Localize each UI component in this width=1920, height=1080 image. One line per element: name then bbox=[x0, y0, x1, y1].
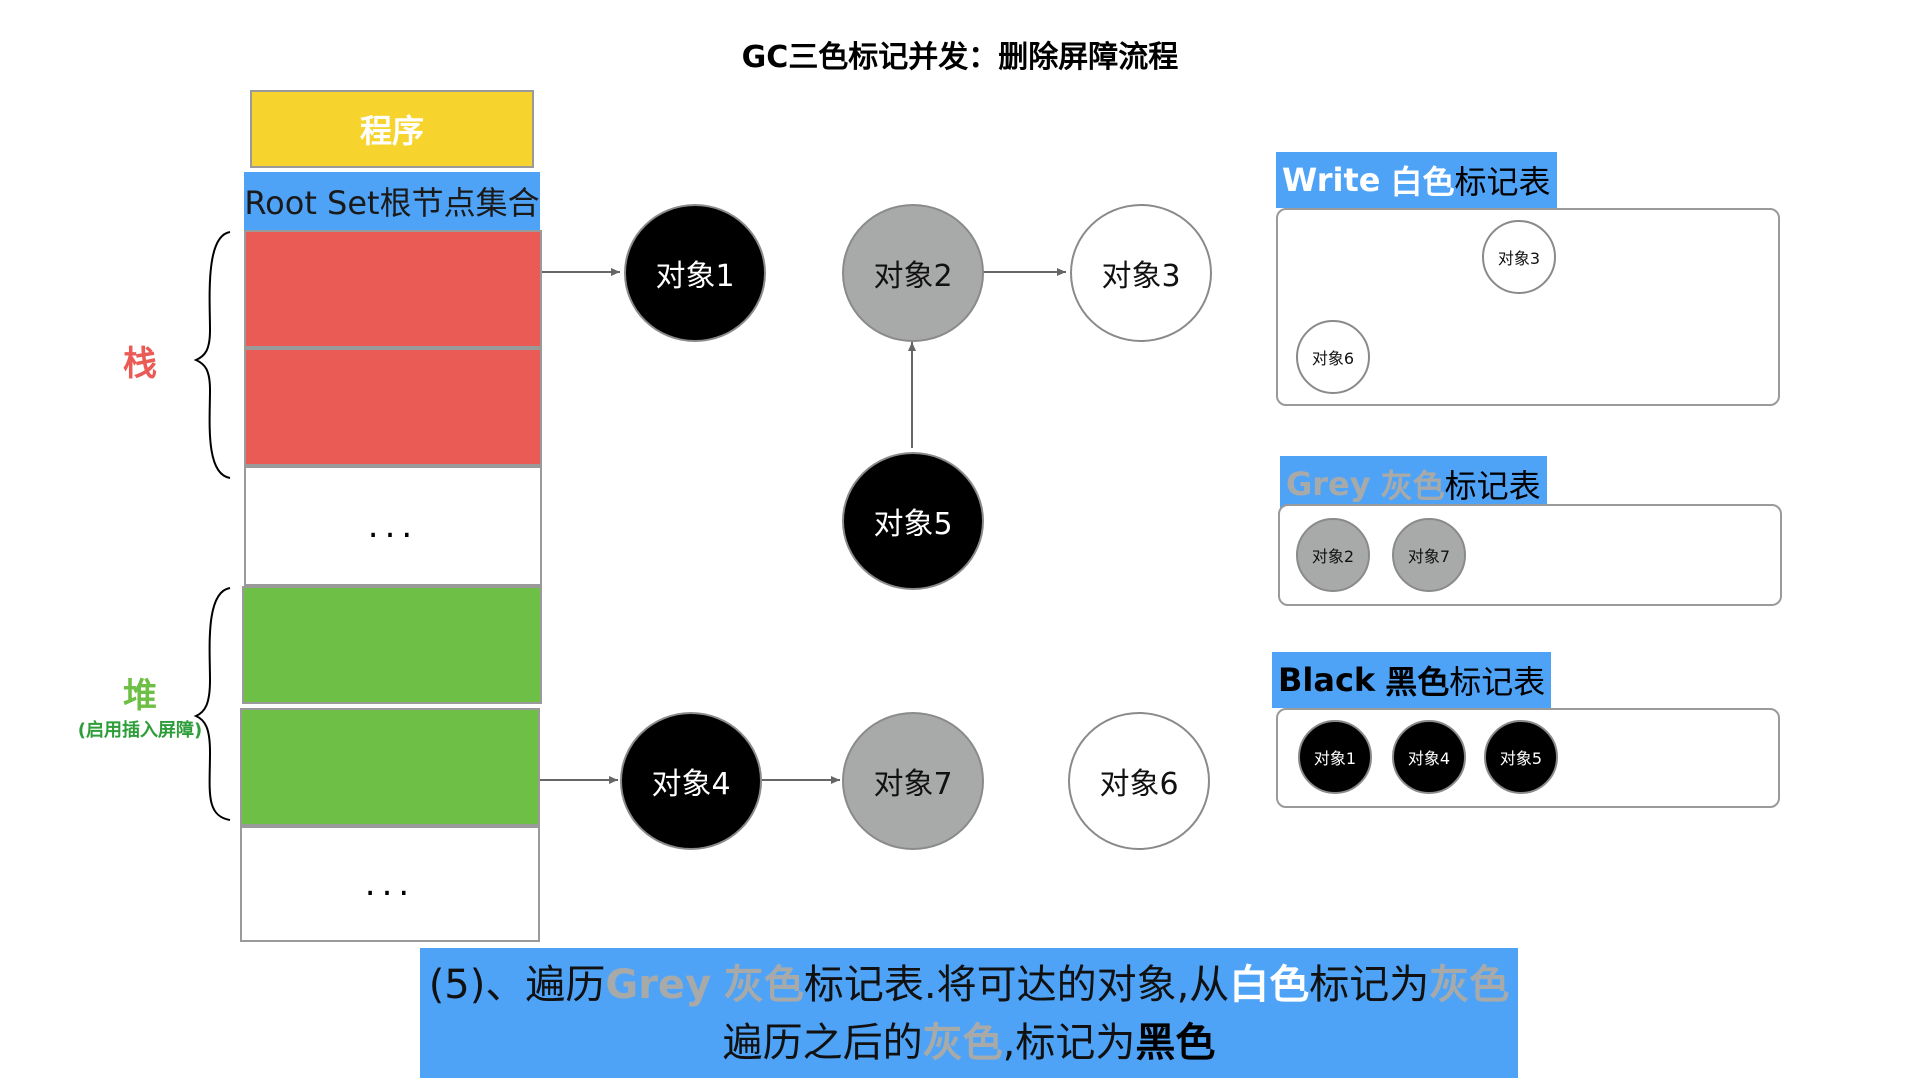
white-table-item-obj6: 对象6 bbox=[1296, 320, 1370, 394]
heap-cell-1 bbox=[242, 586, 542, 704]
white-table-title-suffix: 标记表 bbox=[1454, 163, 1551, 201]
program-box: 程序 bbox=[250, 90, 534, 168]
grey-table-title-suffix: 标记表 bbox=[1444, 467, 1541, 505]
black-table-item-obj1: 对象1 bbox=[1298, 720, 1372, 794]
caption-l2-grey: 灰色 bbox=[922, 1020, 1003, 1066]
white-table-item-obj3: 对象3 bbox=[1482, 220, 1556, 294]
stack-cell-2 bbox=[244, 348, 542, 466]
stack-brace bbox=[193, 231, 231, 479]
caption-l2-black: 黑色 bbox=[1135, 1020, 1216, 1066]
caption-l2-p2: ,标记为 bbox=[1002, 1020, 1136, 1066]
stack-ellipsis: ... bbox=[367, 506, 419, 546]
caption-line-1: (5)、遍历Grey 灰色标记表.将可达的对象,从白色标记为灰色 bbox=[420, 956, 1518, 1014]
node-obj6: 对象6 bbox=[1068, 712, 1210, 850]
grey-table-title-color: 灰色 bbox=[1380, 467, 1445, 505]
black-table-title-color: 黑色 bbox=[1385, 663, 1450, 701]
node-obj2: 对象2 bbox=[842, 204, 984, 342]
grey-table-item-obj7: 对象7 bbox=[1392, 518, 1466, 592]
heap-sublabel: (启用插入屏障) bbox=[77, 720, 203, 741]
node-obj1: 对象1 bbox=[624, 204, 766, 342]
black-table-title-en: Black bbox=[1278, 661, 1376, 699]
caption-l1-p3: 标记为 bbox=[1309, 962, 1430, 1008]
white-table-title-en: Write bbox=[1282, 161, 1381, 199]
caption-l1-grey-en: Grey bbox=[605, 962, 712, 1008]
diagram-title: GC三色标记并发：删除屏障流程 bbox=[741, 40, 1179, 75]
node-obj3: 对象3 bbox=[1070, 204, 1212, 342]
stack-cell-1 bbox=[244, 230, 542, 348]
stack-label: 栈 bbox=[123, 344, 157, 384]
node-obj5: 对象5 bbox=[842, 452, 984, 590]
white-table-title: Write 白色 标记表 bbox=[1276, 152, 1557, 208]
heap-ellipsis-cell: ... bbox=[240, 826, 540, 942]
black-table-title-suffix: 标记表 bbox=[1449, 663, 1546, 701]
grey-table-title: Grey 灰色 标记表 bbox=[1280, 456, 1547, 512]
caption-l1-p2: 标记表.将可达的对象,从 bbox=[803, 962, 1230, 1008]
grey-table-item-obj2: 对象2 bbox=[1296, 518, 1370, 592]
caption-l1-grey2: 灰色 bbox=[1429, 962, 1510, 1008]
white-table-title-color: 白色 bbox=[1390, 163, 1455, 201]
stack-ellipsis-cell: ... bbox=[244, 466, 542, 586]
caption-line-2: 遍历之后的灰色,标记为黑色 bbox=[420, 1014, 1518, 1072]
caption-l1-grey-cn: 灰色 bbox=[723, 962, 804, 1008]
heap-brace bbox=[193, 587, 231, 821]
caption-l1-white: 白色 bbox=[1229, 962, 1310, 1008]
root-set-label: Root Set根节点集合 bbox=[244, 172, 540, 230]
heap-label: 堆 bbox=[123, 676, 157, 716]
black-table-item-obj4: 对象4 bbox=[1392, 720, 1466, 794]
grey-table-title-en: Grey bbox=[1286, 465, 1371, 503]
node-obj4: 对象4 bbox=[620, 712, 762, 850]
step-caption: (5)、遍历Grey 灰色标记表.将可达的对象,从白色标记为灰色 遍历之后的灰色… bbox=[420, 948, 1518, 1078]
caption-l1-p1: (5)、遍历 bbox=[428, 962, 606, 1008]
heap-ellipsis: ... bbox=[364, 864, 416, 904]
caption-l2-p1: 遍历之后的 bbox=[722, 1020, 923, 1066]
heap-cell-2 bbox=[240, 708, 540, 826]
node-obj7: 对象7 bbox=[842, 712, 984, 850]
black-table-item-obj5: 对象5 bbox=[1484, 720, 1558, 794]
black-table-title: Black 黑色 标记表 bbox=[1272, 652, 1552, 708]
